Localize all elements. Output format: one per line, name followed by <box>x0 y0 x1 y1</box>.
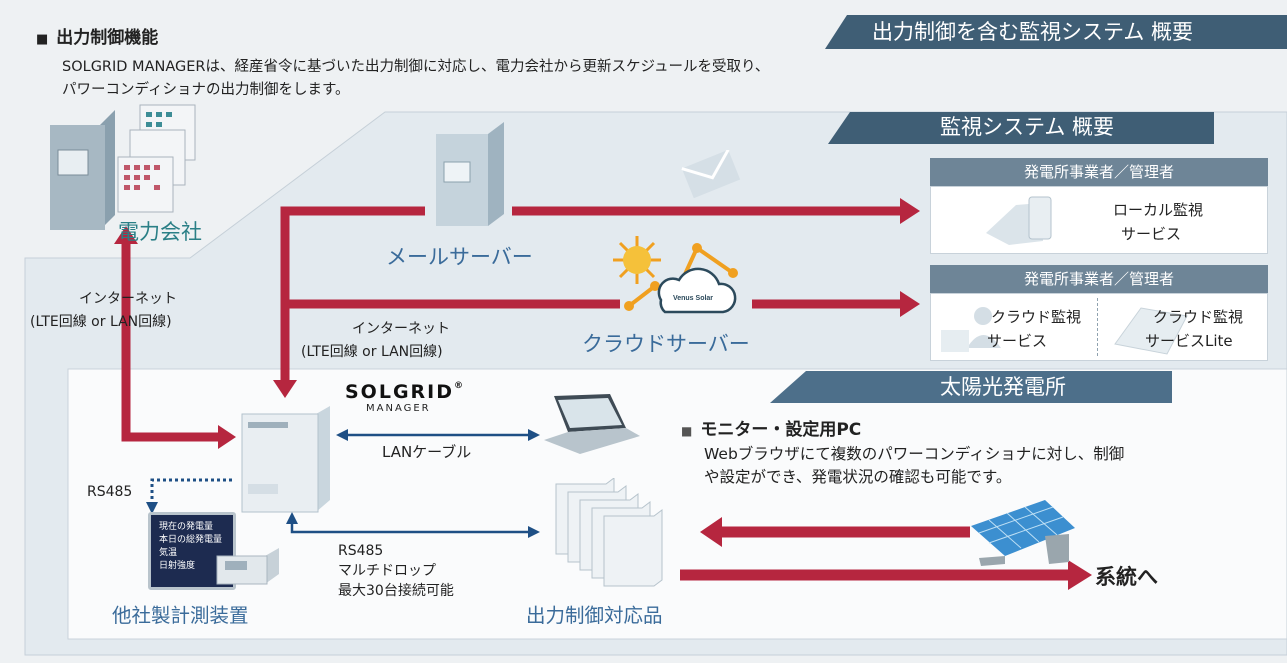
solgrid-reg: ® <box>454 381 466 391</box>
plant-banner-shape <box>770 371 1172 403</box>
pc-title: モニター・設定用PC <box>700 420 862 440</box>
solgrid-logo: SOLGRID® <box>345 381 465 403</box>
main-banner: 出力制御を含む監視システム 概要 <box>872 20 1194 44</box>
main-banner-shape <box>825 15 1287 49</box>
local-monitoring-hand-icon <box>986 196 1052 245</box>
internet-mid-line2: (LTE回線 or LAN回線) <box>301 344 443 360</box>
pc-title-row: ■ モニター・設定用PC <box>681 415 861 440</box>
local-service-line2: サービス <box>1121 225 1182 243</box>
pc-bullet: ■ <box>681 424 693 438</box>
mail-server-icon <box>436 122 504 226</box>
display-line: 現在の発電量 <box>159 522 214 532</box>
lan-cable-label: LANケーブル <box>382 443 472 461</box>
section-description-1: SOLGRID MANAGERは、経産省令に基づいた出力制御に対応し、電力会社か… <box>62 59 770 75</box>
section-title-row: ■ 出力制御機能 <box>36 23 158 48</box>
plant-banner: 太陽光発電所 <box>940 375 1066 399</box>
measurement-meter-icon <box>216 548 279 585</box>
section-title: 出力制御機能 <box>56 28 159 48</box>
rs485-line3: 最大30台接続可能 <box>338 583 454 599</box>
mail-envelope-icon <box>681 150 741 198</box>
cloud-lite-tablet-icon <box>1114 307 1188 355</box>
panel-divider <box>1097 298 1098 356</box>
pc-description-2: や設定ができ、発電状況の確認も可能です。 <box>704 468 1012 486</box>
local-service-line1: ローカル監視 <box>1113 201 1204 219</box>
rs485-line2: マルチドロップ <box>338 563 436 579</box>
panel-top-header: 発電所事業者／管理者 <box>930 158 1268 186</box>
internet-left-line1: インターネット <box>79 291 177 307</box>
display-line: 気温 <box>159 548 178 558</box>
display-line: 日射強度 <box>159 561 196 571</box>
power-company-servers-icon <box>50 104 196 230</box>
pc-description-1: Webブラウザにて複数のパワーコンディショナに対し、制御 <box>704 445 1125 463</box>
section-bullet: ■ <box>36 32 49 47</box>
internet-mid-line1: インターネット <box>352 321 450 337</box>
cloud-service-line1: クラウド監視 <box>991 308 1082 326</box>
power-conditioner-stack-icon <box>555 478 663 587</box>
monitor-banner-shape <box>828 112 1214 144</box>
rs485-block: RS485 マルチドロップ 最大30台接続可能 <box>338 541 454 601</box>
internet-left-line2: (LTE回線 or LAN回線) <box>30 314 172 330</box>
cloud-server-icon: Venus Solar <box>613 236 738 314</box>
panel-bottom-header: 発電所事業者／管理者 <box>930 265 1268 293</box>
cloud-logo: Venus Solar <box>673 295 713 302</box>
cloud-server-label: クラウドサーバー <box>582 332 750 356</box>
laptop-icon <box>544 394 640 454</box>
solgrid-device-icon <box>241 406 330 513</box>
section-description-2: パワーコンディショナの出力制御をします。 <box>62 82 350 98</box>
solar-panel-icon <box>971 500 1075 566</box>
power-company-label: 電力会社 <box>118 220 202 244</box>
mail-server-label: メールサーバー <box>386 245 533 269</box>
rs485-line1: RS485 <box>338 543 384 559</box>
meter-label: 他社製計測装置 <box>112 604 249 627</box>
panel-bottom-body: クラウド監視 サービス クラウド監視 サービスLite <box>930 293 1268 361</box>
monitor-banner: 監視システム 概要 <box>940 115 1115 139</box>
solgrid-sub: MANAGER <box>366 403 431 414</box>
panel-top-body: ローカル監視 サービス <box>930 186 1268 254</box>
display-line: 本日の総発電量 <box>159 535 223 545</box>
solgrid-logo-text: SOLGRID <box>345 381 455 403</box>
pcs-label: 出力制御対応品 <box>526 604 663 627</box>
cloud-service-line2: サービス <box>987 332 1048 350</box>
cloud-service-person-icon <box>941 307 1001 352</box>
cloud-lite-line1: クラウド監視 <box>1153 308 1244 326</box>
rs485-short-label: RS485 <box>87 484 133 500</box>
cloud-lite-line2: サービスLite <box>1145 332 1233 350</box>
grid-label: 系統へ <box>1095 565 1158 589</box>
